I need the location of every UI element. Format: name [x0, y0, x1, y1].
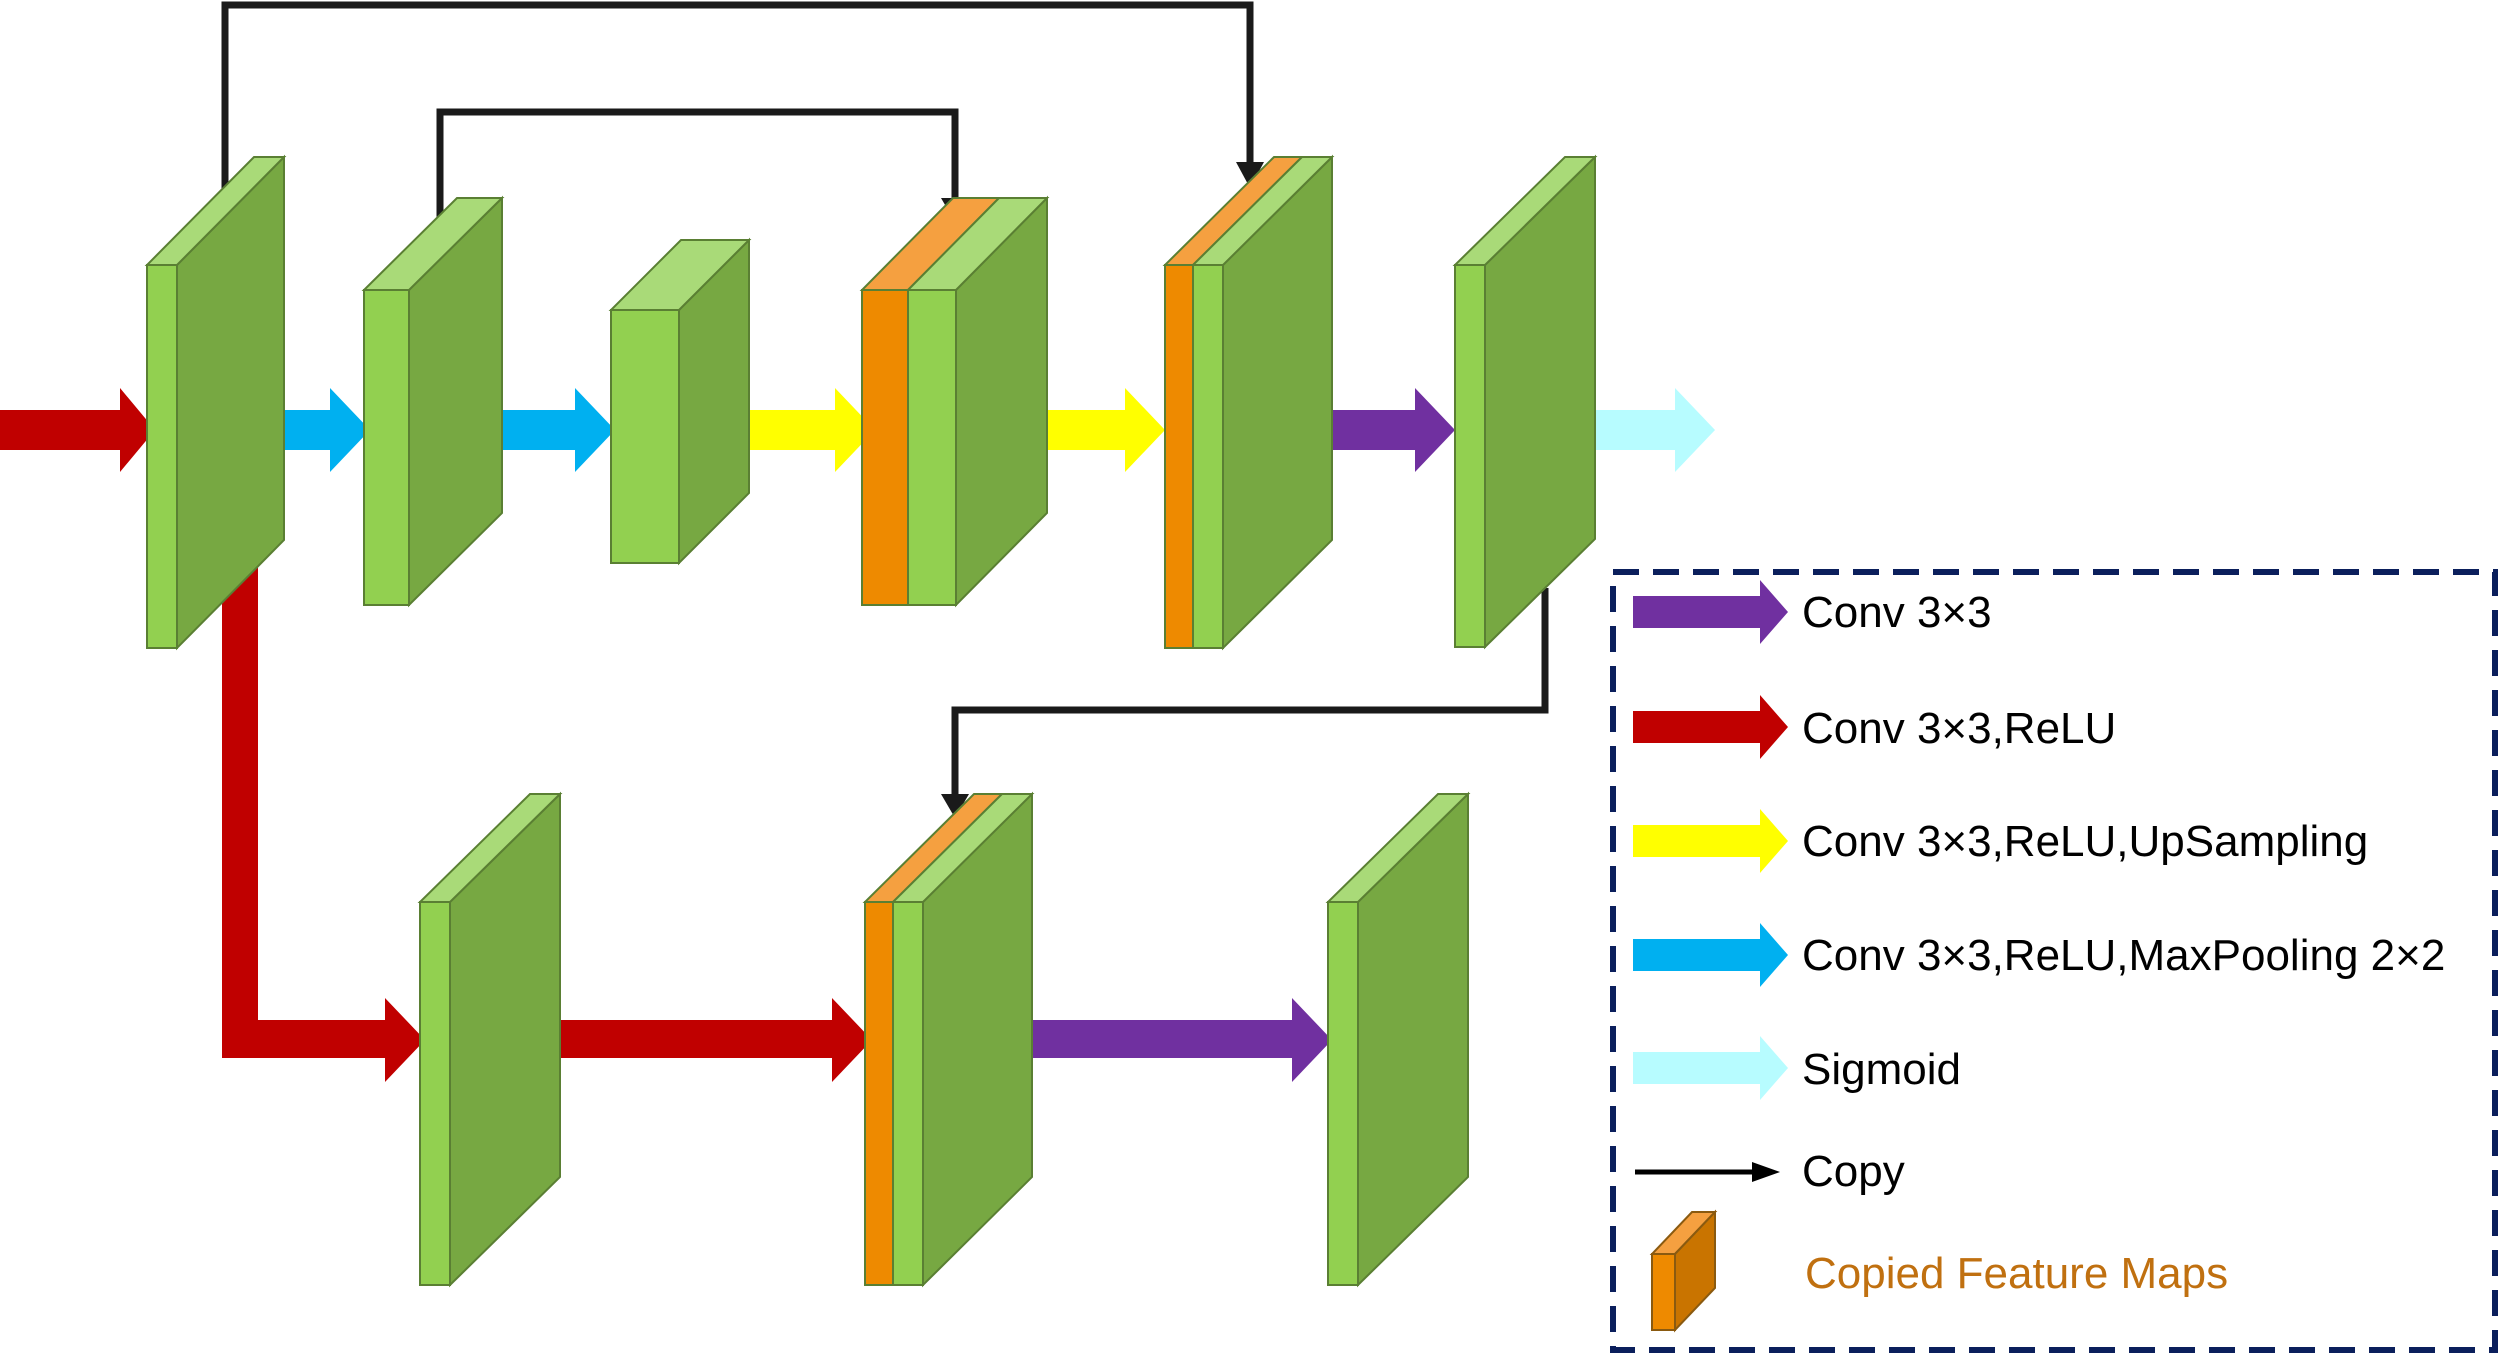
input-conv-relu-arrow	[0, 388, 155, 472]
legend-conv-relu-label: Conv 3×3,ReLU	[1802, 704, 2116, 753]
bottleneck-block-front	[610, 309, 680, 564]
bottleneck-block	[608, 237, 752, 566]
upsampling-arrow-2	[1010, 388, 1165, 472]
legend-sigmoid-arrow	[1633, 1036, 1788, 1100]
sigmoid-arrow	[1545, 388, 1715, 472]
encoder-block-2	[361, 195, 505, 608]
legend-conv-arrow	[1633, 580, 1788, 644]
legend-maxpool-arrow	[1633, 923, 1788, 987]
maxpool-arrow-2	[460, 388, 615, 472]
decoder-block-2-copied-front	[1164, 264, 1194, 649]
lower-block-2-front	[892, 901, 924, 1286]
legend-upsampling-label: Conv 3×3,ReLU,UpSampling	[1802, 817, 2368, 866]
legend-conv-label: Conv 3×3	[1802, 588, 1992, 637]
upper-path-arrows	[0, 388, 1715, 472]
decoder-block-1	[859, 195, 1050, 608]
conv-arrow-lower	[985, 998, 1332, 1082]
encoder-block-1	[144, 154, 287, 651]
legend-maxpool-label: Conv 3×3,ReLU,MaxPooling 2×2	[1802, 931, 2445, 980]
copy-arrowhead-1	[1236, 162, 1264, 188]
copy-connections	[221, 1, 1549, 818]
legend-copied-block-icon	[1649, 1209, 1718, 1333]
legend-copy-arrowhead	[1752, 1162, 1780, 1182]
encoder-block-2-front	[363, 289, 410, 606]
legend-upsampling-arrow	[1633, 809, 1788, 873]
conv-arrow-upper	[1288, 388, 1455, 472]
copy-line-2	[436, 108, 959, 240]
decoder-block-1-front	[907, 289, 957, 606]
feature-map-blocks	[144, 154, 1598, 1288]
decoder-block-1-copied-front	[861, 289, 909, 606]
decoder-block-2	[1162, 154, 1335, 651]
decoder-block-2-front	[1192, 264, 1224, 649]
legend-copy-label: Copy	[1802, 1147, 1905, 1196]
legend-sigmoid-label: Sigmoid	[1802, 1045, 1961, 1094]
conv-relu-arrow-lower	[522, 998, 872, 1082]
copy-line-3	[951, 588, 1549, 800]
legend-conv-relu-arrow	[1633, 695, 1788, 759]
lower-block-1-front	[419, 901, 451, 1286]
copy-line-1	[221, 1, 1254, 195]
output-block-upper	[1452, 154, 1598, 650]
lower-block-2	[862, 791, 1035, 1288]
legend: Conv 3×3 Conv 3×3,ReLU Conv 3×3,ReLU,UpS…	[1610, 569, 2498, 1353]
output-block-upper-front	[1454, 264, 1486, 648]
lower-block-2-copied-front	[864, 901, 894, 1286]
maxpool-arrow-1	[225, 388, 370, 472]
lower-block-3-front	[1327, 901, 1359, 1286]
encoder-block-1-front	[146, 264, 178, 649]
legend-frame	[1610, 569, 2498, 1353]
legend-copied-label: Copied Feature Maps	[1805, 1249, 2228, 1298]
lower-block-1	[417, 791, 563, 1288]
lower-block-3	[1325, 791, 1471, 1288]
upsampling-arrow-1	[718, 388, 875, 472]
copy-arrowhead-3	[941, 794, 969, 818]
